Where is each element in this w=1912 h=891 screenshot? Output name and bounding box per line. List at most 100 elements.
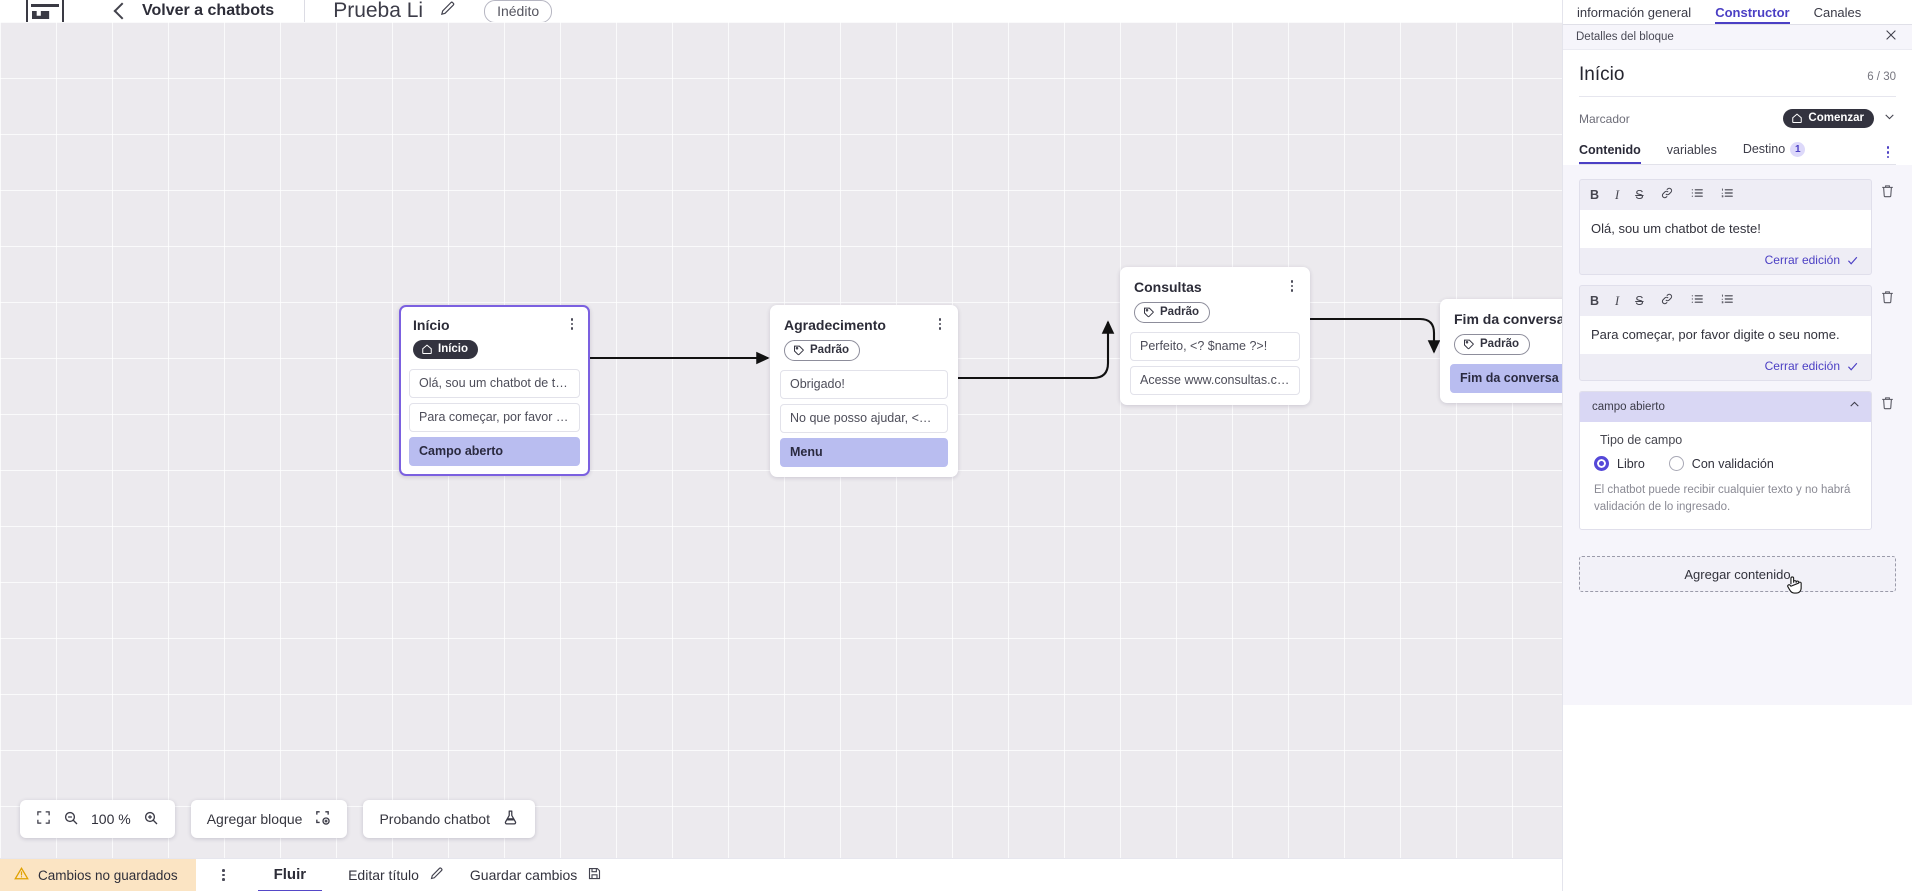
content-editor-row: B I S [1579,285,1896,382]
radio-con-validacion[interactable]: Con validación [1668,456,1774,472]
node-items: Obrigado! No que posso ajudar, <? $name … [780,370,948,467]
close-edit-label: Cerrar edición [1764,253,1840,268]
tab-destino-label: Destino [1742,142,1786,156]
editor-text[interactable]: Olá, sou um chatbot de teste! [1580,210,1871,249]
warning-triangle-icon [14,866,29,884]
back-to-chatbots-link[interactable]: Volver a chatbots [142,2,275,19]
edit-title-button[interactable]: Editar título [348,866,444,884]
bullet-list-icon[interactable] [1690,186,1704,205]
numbered-list-icon[interactable] [1720,186,1734,205]
numbered-list-icon[interactable] [1720,292,1734,311]
flow-node-fim-da-conversa[interactable]: Fim da conversa Padrão Fim da conversa [1440,299,1562,403]
tab-informacion-general[interactable]: información general [1577,5,1692,20]
add-content-button[interactable]: Agregar contenido [1579,556,1896,594]
panel-body: Início 6 / 30 Marcador Comenzar [1563,50,1912,706]
pencil-icon[interactable] [439,0,456,22]
panel-tabs-kebab-icon[interactable] [1880,146,1896,164]
fit-screen-icon[interactable] [36,810,51,828]
node-items: Olá, sou um chatbot de teste! Para começ… [409,369,580,466]
bold-button[interactable]: B [1590,188,1600,203]
node-item[interactable]: Obrigado! [780,370,948,399]
field-type-label: Tipo de campo [1600,433,1683,448]
close-edit-button[interactable]: Cerrar edición [1765,253,1859,267]
node-item[interactable]: No que posso ajudar, <? $name ... [780,404,948,433]
node-items: Fim da conversa [1450,364,1562,393]
destino-count-badge: 1 [1790,142,1806,158]
node-menu-kebab-icon[interactable] [1284,277,1300,295]
node-item[interactable]: Olá, sou um chatbot de teste! [409,369,580,398]
node-item[interactable]: Acesse www.consultas.com par... [1130,366,1300,395]
link-icon[interactable] [1660,292,1674,311]
test-chatbot-button[interactable]: Probando chatbot [363,800,535,838]
close-edit-button[interactable]: Cerrar edición [1765,359,1859,373]
block-details-panel: información general Constructor Canales … [1562,0,1912,891]
node-tag-inicio: Início [413,340,479,359]
zoom-in-icon[interactable] [143,810,159,829]
add-content-label: Agregar contenido [1684,566,1791,582]
component-title: campo abierto [1592,401,1665,414]
block-title: Início [1579,64,1625,85]
component-header[interactable]: campo abierto [1580,392,1871,423]
radio-dot [1668,456,1684,472]
node-tag-label: Padrão [1160,306,1199,318]
flask-icon [502,809,519,829]
flow-node-consultas[interactable]: Consultas Padrão Perfeito, <? $name ?>! … [1120,267,1310,405]
strikethrough-button[interactable]: S [1635,188,1644,203]
strikethrough-button[interactable]: S [1635,294,1644,309]
editor-text[interactable]: Para começar, por favor digite o seu nom… [1580,316,1871,355]
flow-canvas[interactable]: Início Início Olá, sou um chatbot de tes… [0,22,1562,858]
close-edit-label: Cerrar edición [1764,359,1840,374]
trash-icon[interactable] [1880,391,1896,416]
tab-constructor[interactable]: Constructor [1715,5,1790,24]
bold-button[interactable]: B [1590,294,1600,309]
marker-row: Marcador Comenzar [1579,97,1896,138]
component-note: El chatbot puede recibir cualquier texto… [1594,484,1851,514]
flow-node-agradecimento[interactable]: Agradecimento Padrão Obrigado! No que po… [770,305,958,477]
chevron-up-icon[interactable] [1848,398,1861,416]
node-item[interactable]: Perfeito, <? $name ?>! [1130,332,1300,361]
italic-button[interactable]: I [1615,294,1620,309]
node-tag-label: Início [438,343,469,355]
trash-icon[interactable] [1880,179,1896,204]
bullet-list-icon[interactable] [1690,292,1704,311]
node-item[interactable]: Para começar, por favor digite o ... [409,403,580,432]
close-icon[interactable] [1884,28,1898,47]
flow-node-inicio[interactable]: Início Início Olá, sou um chatbot de tes… [399,305,590,476]
tab-contenido[interactable]: Contenido [1579,143,1641,165]
back-chevron-icon[interactable] [113,2,131,20]
tab-canales[interactable]: Canales [1813,5,1862,20]
unsaved-changes-label: Cambios no guardados [38,867,178,883]
node-menu-kebab-icon[interactable] [932,315,948,333]
node-menu-kebab-icon[interactable] [564,315,580,333]
check-icon [1847,256,1858,265]
tab-destino[interactable]: Destino 1 [1742,142,1806,164]
pencil-icon [429,866,444,884]
radio-libro[interactable]: Libro [1594,456,1645,472]
node-item[interactable]: Fim da conversa [1450,364,1562,393]
trash-icon[interactable] [1880,285,1896,310]
tab-fluir[interactable]: Fluir [257,859,323,891]
tab-variables[interactable]: variables [1666,143,1717,158]
save-changes-button[interactable]: Guardar cambios [470,866,602,884]
topbar-divider [304,0,306,33]
node-item[interactable]: Campo aberto [409,437,580,466]
rich-text-editor[interactable]: B I S [1579,179,1872,276]
add-block-icon [314,809,331,829]
add-block-button[interactable]: Agregar bloque [190,800,348,838]
marker-control[interactable]: Comenzar [1783,109,1896,128]
zoom-level: 100 % [91,811,131,827]
zoom-out-icon[interactable] [63,810,79,829]
rich-text-editor[interactable]: B I S [1579,285,1872,382]
test-chatbot-label: Probando chatbot [379,811,490,827]
floppy-disk-icon [587,866,602,884]
bottom-kebab-menu-icon[interactable] [216,866,232,884]
italic-button[interactable]: I [1615,188,1620,203]
node-tag-label: Padrão [810,344,849,356]
node-item[interactable]: Menu [780,438,948,467]
chevron-down-icon[interactable] [1883,110,1896,128]
save-changes-label: Guardar cambios [469,867,578,883]
editor-footer: Cerrar edición [1580,248,1871,274]
marker-value-badge[interactable]: Comenzar [1783,109,1874,128]
link-icon[interactable] [1660,186,1674,205]
node-title: Início [413,317,450,333]
